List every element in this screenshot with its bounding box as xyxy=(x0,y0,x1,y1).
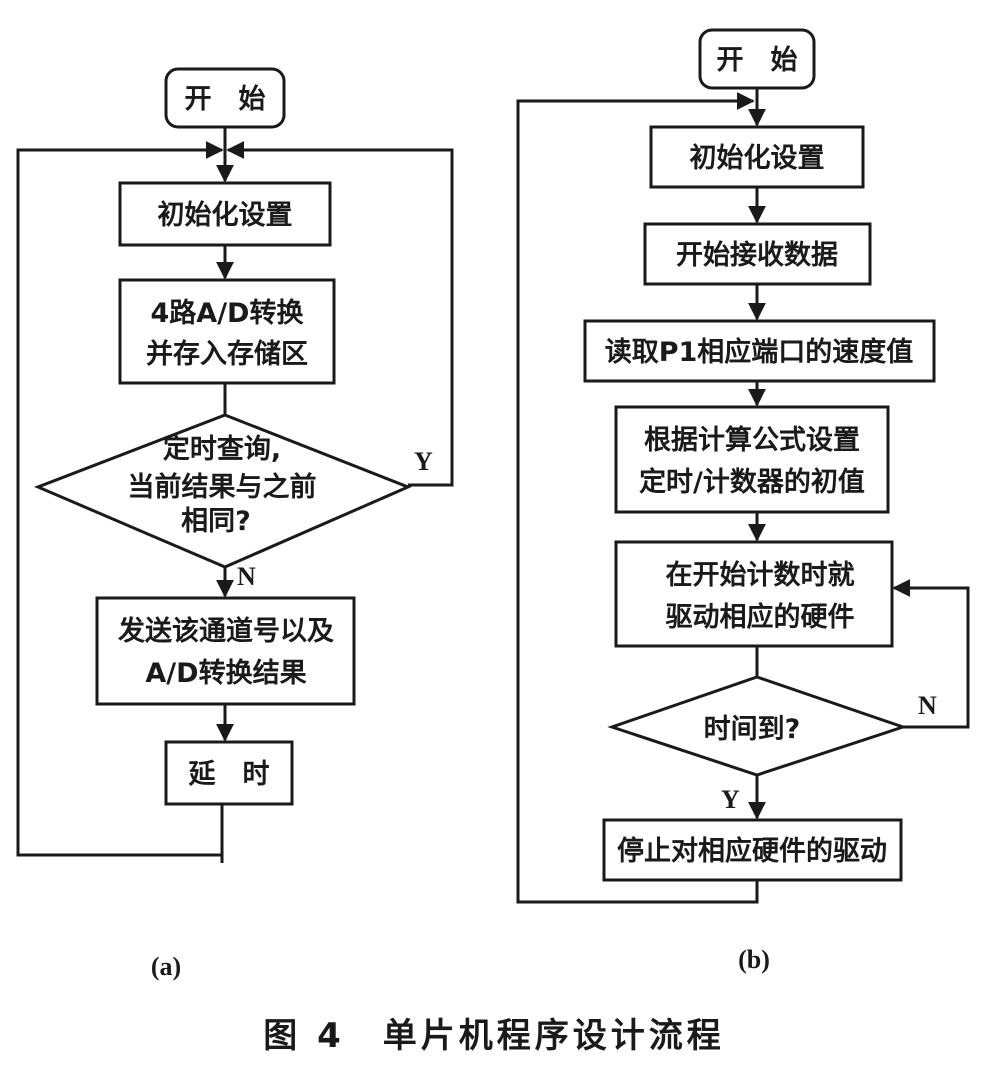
b-no-loop-line xyxy=(892,579,970,729)
b-stop-label: 停止对相应硬件的驱动 xyxy=(617,835,887,867)
a-loop-line xyxy=(16,141,224,863)
b-receive-label: 开始接收数据 xyxy=(676,239,838,271)
a-decision-line1: 定时查询, xyxy=(163,433,281,465)
b-init-node xyxy=(649,125,865,189)
a-send-line1: 发送该通道号以及 xyxy=(117,615,334,647)
a-decision-line3: 相同? xyxy=(181,506,251,537)
b-loop-line xyxy=(516,92,759,904)
b-decision-label: 时间到? xyxy=(704,714,801,745)
b-drive-line1: 在开始计数时就 xyxy=(666,559,855,591)
b-init-label: 初始化设置 xyxy=(690,142,825,174)
b-stop-node xyxy=(602,818,903,882)
flowchart-a: 开 始 初始化设置 4路A/D转换 并存入存储区 定时查询, 当前结果与之前 相… xyxy=(16,67,454,981)
a-sublabel: (a) xyxy=(151,952,181,981)
a-delay-label: 延 时 xyxy=(188,759,270,790)
a-no-label: N xyxy=(237,562,256,591)
a-delay-node xyxy=(164,740,294,806)
a-send-line2: A/D转换结果 xyxy=(145,658,306,689)
a-yes-return-line xyxy=(226,141,454,487)
a-convert-line1: 4路A/D转换 xyxy=(151,297,305,329)
b-yes-label: Y xyxy=(721,785,740,814)
a-convert-node xyxy=(118,278,336,385)
b-drive-node xyxy=(614,540,894,648)
flowchart-b: 开 始 初始化设置 开始接收数据 读取P1相应端口的速度值 根据计算公式设置 定… xyxy=(516,28,970,974)
a-yes-label: Y xyxy=(414,447,433,476)
b-compute-node xyxy=(614,405,890,514)
b-read-label: 读取P1相应端口的速度值 xyxy=(605,336,914,368)
a-convert-line2: 并存入存储区 xyxy=(146,338,308,370)
a-init-label: 初始化设置 xyxy=(158,199,293,231)
b-compute-line2: 定时/计数器的初值 xyxy=(639,466,865,498)
a-send-node xyxy=(95,596,356,706)
b-read-node xyxy=(583,319,936,383)
b-start-label: 开 始 xyxy=(717,44,798,76)
a-decision-line2: 当前结果与之前 xyxy=(128,471,317,503)
b-compute-line1: 根据计算公式设置 xyxy=(644,424,860,456)
figure-caption: 图 4 单片机程序设计流程 xyxy=(263,1016,725,1056)
a-start-label: 开 始 xyxy=(185,83,266,115)
b-sublabel: (b) xyxy=(738,945,770,974)
b-drive-line2: 驱动相应的硬件 xyxy=(666,601,855,633)
b-no-label: N xyxy=(918,691,937,720)
